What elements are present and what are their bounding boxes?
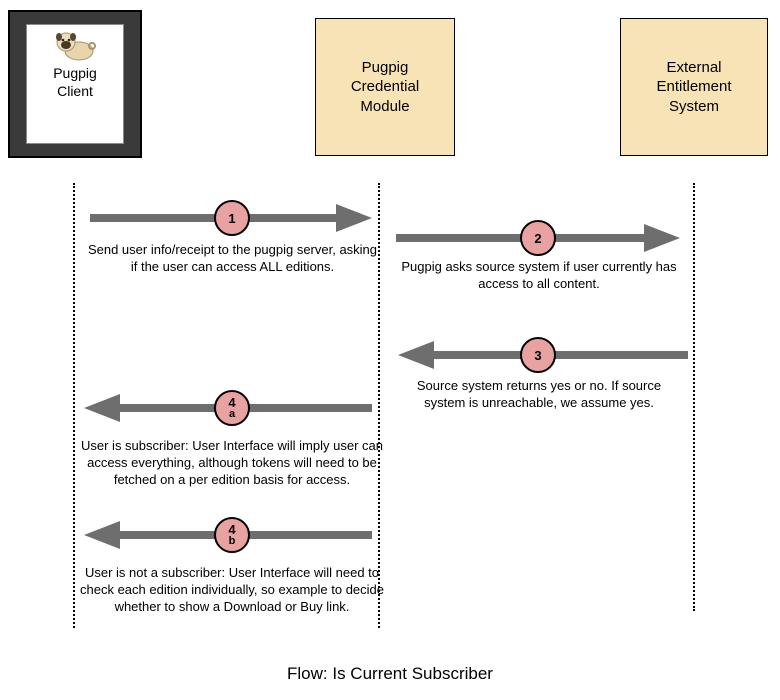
- step-number: 1: [228, 210, 236, 226]
- message-caption-2: Pugpig asks source system if user curren…: [401, 259, 677, 292]
- pug-image: [56, 32, 96, 61]
- message-caption-1: Send user info/receipt to the pugpig ser…: [87, 242, 378, 275]
- message-caption-3: Source system returns yes or no. If sour…: [416, 378, 662, 411]
- step-badge-4b: 4 b: [214, 517, 250, 553]
- step-badge-3: 3: [520, 337, 556, 373]
- lifeline-external: [693, 183, 695, 611]
- step-badge-2: 2: [520, 220, 556, 256]
- actor-box-credential: Pugpig Credential Module: [315, 18, 455, 156]
- arrow-head-right-icon: [644, 224, 680, 252]
- message-caption-4a: User is subscriber: User Interface will …: [81, 438, 383, 488]
- lifeline-credential: [378, 183, 380, 628]
- step-number: 2: [534, 230, 542, 246]
- step-badge-1: 1: [214, 200, 250, 236]
- pugpig-client-screen: Pugpig Client: [26, 24, 124, 144]
- actor-label-external: External Entitlement System: [656, 58, 732, 115]
- step-number: 3: [534, 347, 542, 363]
- diagram-title: Flow: Is Current Subscriber: [287, 664, 493, 683]
- message-arrow-3: [398, 341, 688, 369]
- arrow-head-right-icon: [336, 204, 372, 232]
- message-caption-4b: User is not a subscriber: User Interface…: [80, 565, 384, 615]
- arrow-head-left-icon: [84, 394, 120, 422]
- arrow-shaft: [431, 351, 688, 359]
- step-badge-4a: 4 a: [214, 390, 250, 426]
- step-sub-letter: a: [228, 408, 236, 420]
- actor-label-credential: Pugpig Credential Module: [350, 58, 420, 115]
- arrow-head-left-icon: [398, 341, 434, 369]
- actor-box-external: External Entitlement System: [620, 18, 768, 156]
- step-sub-letter: b: [228, 535, 236, 547]
- arrow-head-left-icon: [84, 521, 120, 549]
- step-number: 4: [228, 522, 236, 537]
- pugpig-client-device: Pugpig Client: [8, 10, 142, 158]
- actor-label-client: Pugpig Client: [53, 65, 97, 100]
- step-number: 4: [228, 395, 236, 410]
- lifeline-client: [73, 183, 75, 628]
